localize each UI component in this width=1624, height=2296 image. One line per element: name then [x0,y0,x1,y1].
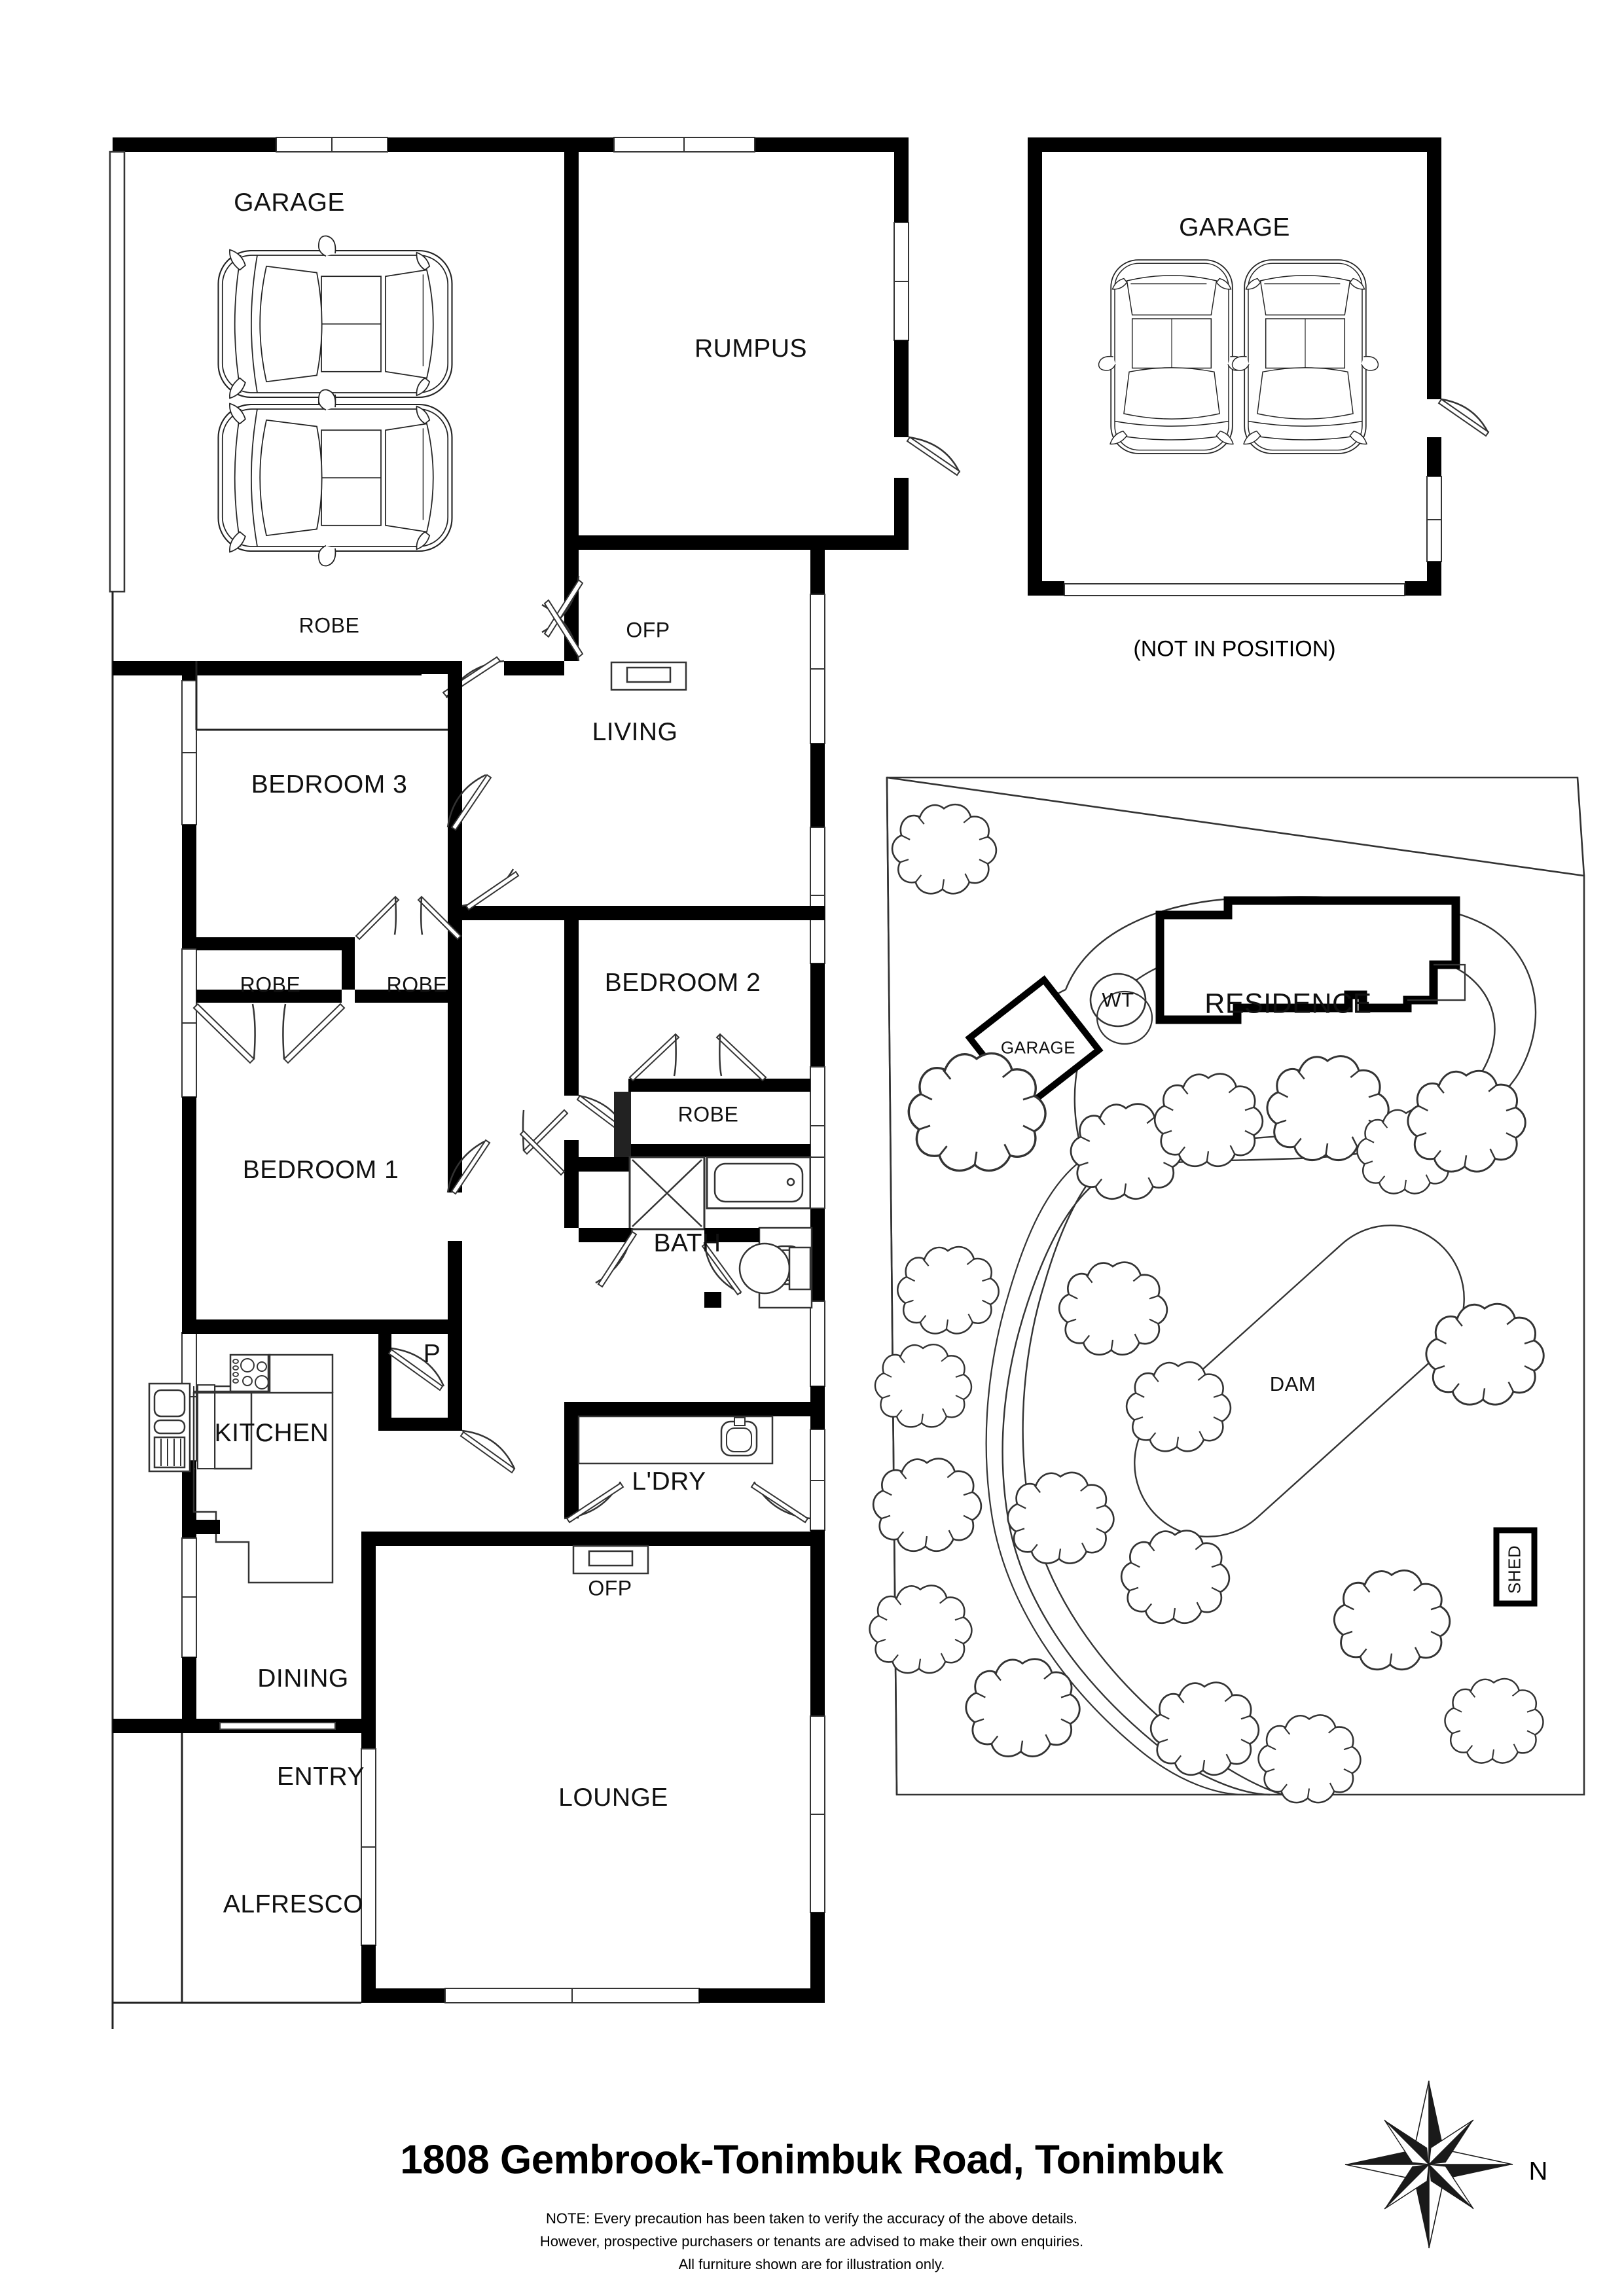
room-label-laundry: L'DRY [632,1467,706,1496]
room-label-alfresco: ALFRESCO [223,1890,364,1918]
room-label-robe_b1b: ROBE [386,973,448,997]
site-label-residence: RESIDENCE [1204,988,1372,1020]
disclaimer-line-3: All furniture shown are for illustration… [678,2256,945,2272]
room-label-dining: DINING [257,1664,349,1693]
site-label-shed: SHED [1504,1545,1525,1594]
room-label-living: LIVING [592,718,678,746]
room-label-garage: GARAGE [234,188,345,217]
room-label-rumpus: RUMPUS [694,334,808,363]
room-label-ofp_top: OFP [626,618,670,642]
compass-north-label: N [1528,2157,1548,2186]
room-label-ofp_bot: OFP [588,1576,632,1600]
compass-rose [1344,2080,1513,2249]
room-label-bedroom1: BEDROOM 1 [242,1156,399,1184]
site-label-dam: DAM [1269,1372,1316,1395]
disclaimer-line-1: NOTE: Every precaution has been taken to… [546,2210,1077,2227]
main-house-walls [109,137,961,2029]
room-label-pantry: P [423,1340,441,1368]
room-label-bedroom2: BEDROOM 2 [604,969,761,997]
disclaimer-line-2: However, prospective purchasers or tenan… [539,2233,1084,2250]
site-label-wt: WT [1102,988,1134,1011]
detached-garage [1028,137,1490,596]
site-plan [869,776,1585,1804]
page-title: 1808 Gembrook-Tonimbuk Road, Tonimbuk [400,2137,1223,2183]
garage-car-2 [217,389,453,567]
room-label-kitchen: KITCHEN [214,1419,329,1447]
room-label-lounge: LOUNGE [558,1784,668,1812]
room-label-robe_b1a: ROBE [240,973,301,997]
room-label-robe_bed2: ROBE [677,1102,739,1126]
site-label-garage: GARAGE [1000,1037,1076,1058]
detached-garage-label: GARAGE [1179,213,1290,242]
room-label-bath: BATH [653,1229,721,1257]
room-label-bedroom3: BEDROOM 3 [251,770,408,798]
room-label-entry: ENTRY [277,1763,365,1791]
detached-garage-caption: (NOT IN POSITION) [1133,636,1336,662]
garage-car-1 [217,235,453,413]
room-label-robe_bed3: ROBE [298,613,360,637]
